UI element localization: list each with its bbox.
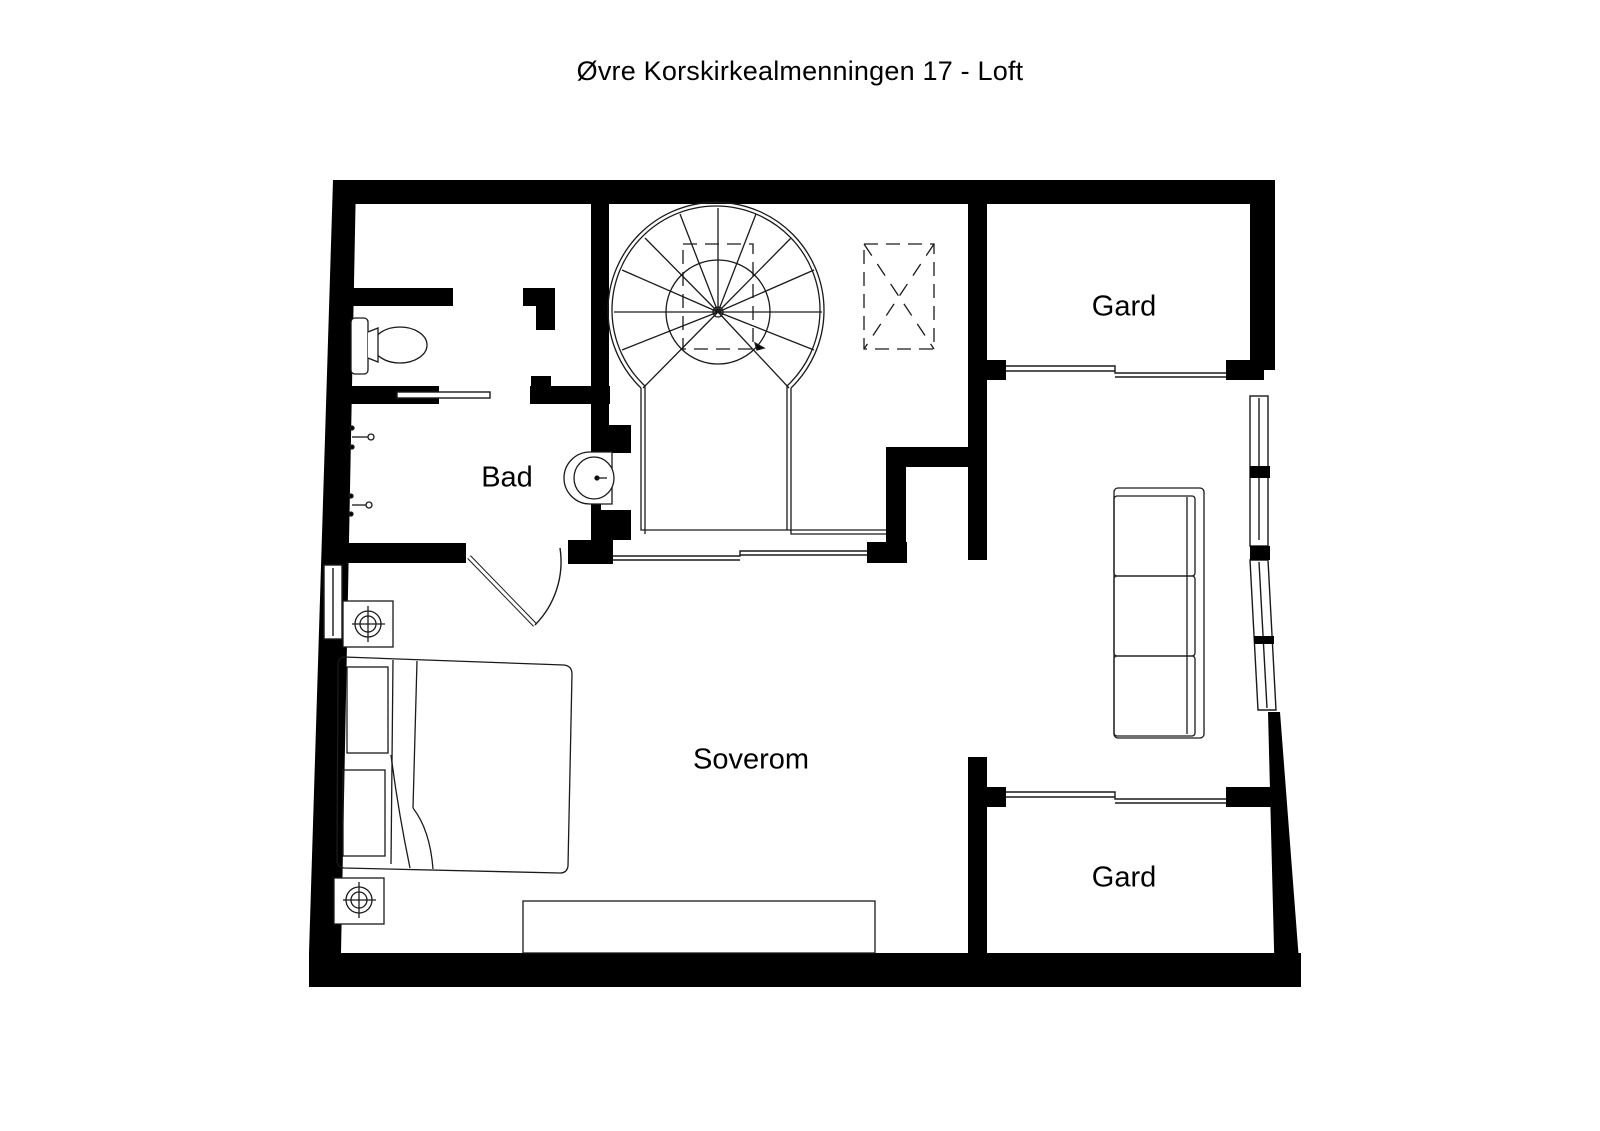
window-mullions [1250, 466, 1274, 644]
plan-title: Øvre Korskirkealmenningen 17 - Loft [576, 56, 1024, 86]
toilet-icon [350, 317, 428, 375]
interior-walls [323, 180, 1274, 953]
room-label-bad: Bad [481, 461, 533, 494]
room-label-soverom: Soverom [692, 743, 810, 776]
sink-icon [563, 451, 615, 505]
sofa-icon [1113, 487, 1205, 739]
desk-icon [522, 900, 876, 954]
skylight-icon [863, 243, 935, 350]
nightstand-lamp-icon [333, 877, 385, 925]
room-label-gard-top: Gard [1091, 290, 1157, 323]
spiral-staircase-icon [607, 201, 886, 535]
room-label-gard-bottom: Gard [1091, 861, 1157, 894]
shower-taps-icon [348, 425, 375, 517]
nightstand-lamp-icon [342, 600, 394, 648]
double-bed-icon [336, 656, 573, 874]
